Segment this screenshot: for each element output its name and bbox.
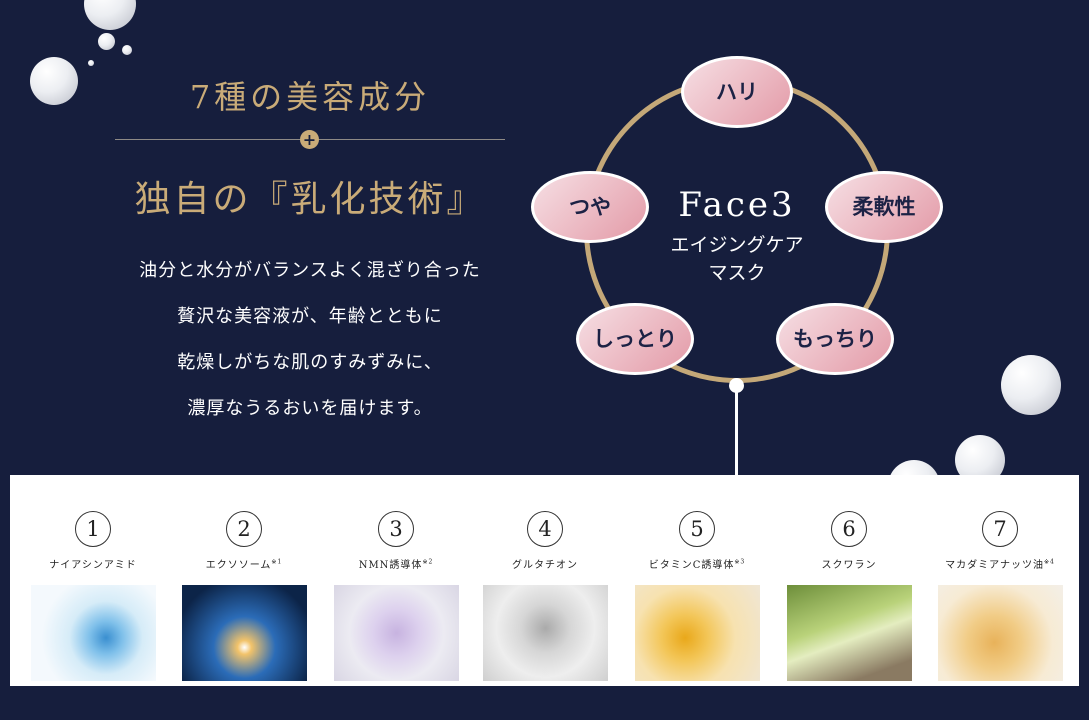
description: 油分と水分がバランスよく混ざり合った 贅沢な美容液が、年齢とともに 乾燥しがちな…: [115, 248, 505, 432]
footnote-mark: ※4: [1043, 558, 1055, 566]
ingredient-item: 1 ナイアシンアミド: [23, 511, 163, 681]
product-center: Face3 エイジングケア マスク: [637, 185, 837, 287]
name-text: マカダミアナッツ油: [945, 560, 1044, 571]
description-line: 油分と水分がバランスよく混ざり合った: [139, 260, 481, 281]
number-badge: 3: [378, 511, 414, 547]
name-text: ビタミンC誘導体: [648, 560, 735, 571]
benefit-hari: ハリ: [681, 56, 793, 128]
number-badge: 5: [679, 511, 715, 547]
heading-technology: 独自の『乳化技術』: [134, 179, 486, 220]
name-text: スクワラン: [821, 560, 877, 571]
ingredient-item: 6 スクワラン: [779, 511, 919, 681]
name-text: グルタチオン: [512, 560, 578, 571]
heading-ingredients: 7種の美容成分: [189, 78, 431, 116]
number-badge: 6: [831, 511, 867, 547]
ingredient-name: NMN誘導体※2: [326, 556, 466, 571]
product-title: Face3: [678, 185, 796, 225]
glutathione-image: [482, 585, 608, 681]
benefit-shittori: しっとり: [576, 303, 694, 375]
benefit-mocchiri: もっちり: [776, 303, 894, 375]
name-text: ナイアシンアミド: [49, 560, 137, 571]
ingredient-name: マカダミアナッツ油※4: [930, 556, 1070, 571]
bubble: [98, 33, 115, 50]
ingredient-item: 4 グルタチオン: [475, 511, 615, 681]
bubble: [122, 45, 132, 55]
plus-icon: +: [300, 130, 319, 149]
footnote-mark: ※2: [422, 558, 434, 566]
number-badge: 4: [527, 511, 563, 547]
benefit-flexibility: 柔軟性: [825, 171, 943, 243]
number-badge: 7: [982, 511, 1018, 547]
name-text: エクソソーム: [205, 560, 272, 571]
nmn-image: [333, 585, 459, 681]
exosome-image: [181, 585, 307, 681]
squalane-image: [786, 585, 912, 681]
description-line: 贅沢な美容液が、年齢とともに: [177, 306, 443, 327]
number-badge: 2: [226, 511, 262, 547]
connector-dot: [729, 378, 744, 393]
niacinamide-image: [30, 585, 156, 681]
product-subtitle: マスク: [708, 262, 766, 284]
connector-line: [735, 390, 738, 476]
bubble: [84, 0, 136, 30]
ingredient-name: ナイアシンアミド: [23, 556, 163, 571]
ingredient-name: スクワラン: [779, 556, 919, 571]
ingredient-item: 5 ビタミンC誘導体※3: [627, 511, 767, 681]
ingredient-name: ビタミンC誘導体※3: [627, 556, 767, 571]
ingredient-item: 2 エクソソーム※1: [174, 511, 314, 681]
footnote-mark: ※1: [271, 558, 283, 566]
ingredient-name: エクソソーム※1: [174, 556, 314, 571]
bubble: [1001, 355, 1061, 415]
bubble: [88, 60, 94, 66]
ingredient-item: 7 マカダミアナッツ油※4: [930, 511, 1070, 681]
benefit-tsuya: つや: [531, 171, 649, 243]
ingredient-name: グルタチオン: [475, 556, 615, 571]
description-line: 乾燥しがちな肌のすみずみに、: [177, 352, 443, 373]
footnote-mark: ※3: [734, 558, 746, 566]
name-text: NMN誘導体: [358, 560, 423, 571]
macadamia-image: [937, 585, 1063, 681]
product-subtitle: エイジングケア: [670, 234, 804, 256]
number-badge: 1: [75, 511, 111, 547]
bubble: [30, 57, 78, 105]
vitamin-c-image: [634, 585, 760, 681]
description-line: 濃厚なうるおいを届けます。: [187, 398, 433, 419]
